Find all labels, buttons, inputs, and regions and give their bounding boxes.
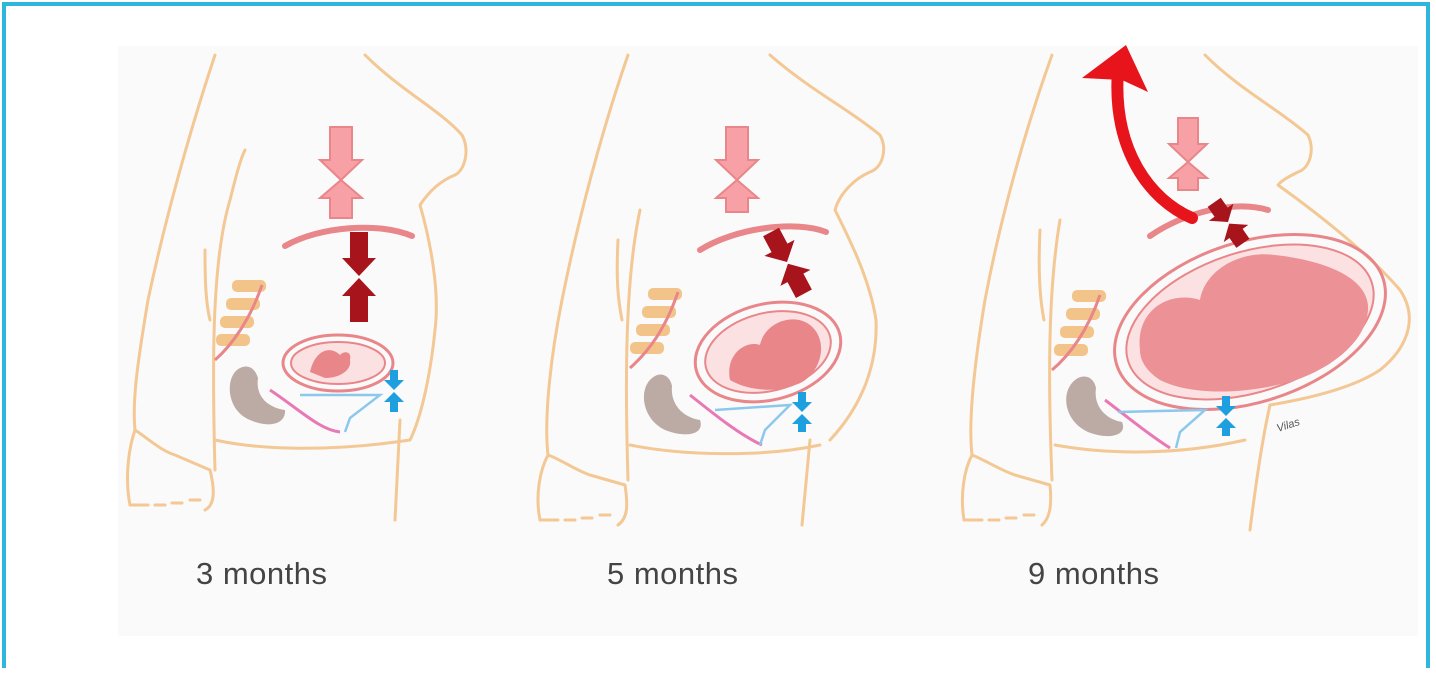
stage-2-label: 5 months <box>607 556 739 592</box>
pressure-arrow-up <box>1169 118 1207 190</box>
rectum <box>644 374 701 434</box>
stage-1-figure <box>128 55 466 520</box>
stage-1-label: 3 months <box>196 556 328 592</box>
stage-3-organs: Vilas <box>1052 45 1408 448</box>
bladder <box>300 395 380 432</box>
diaphragm <box>285 228 412 246</box>
pressure-arrow-up <box>716 127 758 212</box>
pressure-arrow-middle <box>1202 194 1255 252</box>
diaphragm <box>700 226 826 250</box>
spine <box>216 280 266 346</box>
stage-2-figure <box>538 55 884 525</box>
body-outline <box>538 55 884 525</box>
pressure-arrow-bladder <box>1216 396 1236 436</box>
pressure-arrow-middle <box>342 232 376 322</box>
body-outline <box>128 55 466 520</box>
artist-signature: Vilas <box>1275 416 1302 435</box>
stage-2-organs <box>630 127 851 445</box>
pressure-arrow-up <box>320 127 362 218</box>
pressure-arrow-middle <box>756 224 819 302</box>
stage-1-organs <box>215 127 412 432</box>
spine <box>630 288 682 354</box>
pressure-arrow-bladder <box>792 392 812 432</box>
stage-3-label: 9 months <box>1028 556 1160 592</box>
